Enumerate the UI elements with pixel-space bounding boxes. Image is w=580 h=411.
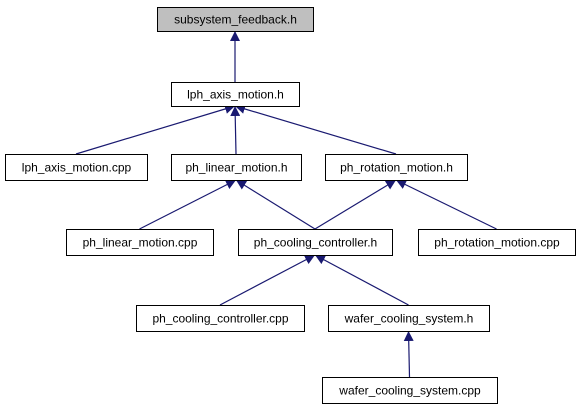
node-label: ph_rotation_motion.cpp — [434, 236, 560, 250]
node-ph_cooling_controller_cpp[interactable]: ph_cooling_controller.cpp — [136, 305, 305, 332]
node-label: wafer_cooling_system.h — [344, 312, 474, 326]
edge-ph_rotation_motion_h-to-lph_axis_motion_h — [234, 104, 397, 155]
node-lph_axis_motion_h[interactable]: lph_axis_motion.h — [171, 82, 300, 107]
node-ph_linear_motion_h[interactable]: ph_linear_motion.h — [171, 154, 302, 181]
edge-ph_cooling_controller_h-to-ph_rotation_motion_h — [314, 179, 397, 230]
edge-ph_linear_motion_h-to-lph_axis_motion_h — [230, 105, 241, 155]
node-box — [5, 154, 148, 181]
node-ph_linear_motion_cpp[interactable]: ph_linear_motion.cpp — [66, 229, 214, 256]
edge-ph_rotation_motion_cpp-to-ph_rotation_motion_h — [395, 179, 497, 230]
node-box — [418, 229, 576, 256]
edge-wafer_cooling_system_cpp-to-wafer_cooling_system_h — [403, 330, 414, 378]
node-label: ph_linear_motion.cpp — [83, 236, 198, 250]
node-label: ph_cooling_controller.cpp — [152, 312, 288, 326]
node-label: lph_axis_motion.cpp — [22, 161, 132, 175]
node-label: subsystem_feedback.h — [174, 13, 297, 27]
node-box — [157, 7, 314, 32]
node-box — [171, 82, 300, 107]
edge-wafer_cooling_system_h-to-ph_cooling_controller_h — [314, 254, 409, 306]
node-label: lph_axis_motion.h — [187, 88, 284, 102]
node-box — [328, 305, 490, 332]
node-wafer_cooling_system_cpp[interactable]: wafer_cooling_system.cpp — [322, 377, 498, 404]
edge-ph_cooling_controller_h-to-ph_linear_motion_h — [235, 179, 316, 230]
node-label: wafer_cooling_system.cpp — [338, 384, 481, 398]
edges-layer — [75, 31, 497, 378]
node-label: ph_linear_motion.h — [185, 161, 287, 175]
node-ph_cooling_controller_h[interactable]: ph_cooling_controller.h — [238, 229, 393, 256]
node-lph_axis_motion_cpp[interactable]: lph_axis_motion.cpp — [5, 154, 148, 181]
node-subsystem_feedback_h: subsystem_feedback.h — [157, 7, 314, 32]
node-box — [238, 229, 393, 256]
edge-lph_axis_motion_cpp-to-lph_axis_motion_h — [75, 104, 236, 155]
node-label: ph_cooling_controller.h — [254, 236, 377, 250]
node-box — [171, 154, 302, 181]
node-box — [136, 305, 305, 332]
edge-ph_linear_motion_cpp-to-ph_linear_motion_h — [139, 179, 237, 230]
edge-ph_cooling_controller_cpp-to-ph_cooling_controller_h — [219, 254, 316, 306]
node-wafer_cooling_system_h[interactable]: wafer_cooling_system.h — [328, 305, 490, 332]
node-box — [66, 229, 214, 256]
node-box — [322, 377, 498, 404]
node-ph_rotation_motion_cpp[interactable]: ph_rotation_motion.cpp — [418, 229, 576, 256]
nodes-layer: subsystem_feedback.h lph_axis_motion.hlph… — [5, 7, 576, 404]
node-label: ph_rotation_motion.h — [340, 161, 453, 175]
node-box — [325, 154, 468, 181]
node-ph_rotation_motion_h[interactable]: ph_rotation_motion.h — [325, 154, 468, 181]
